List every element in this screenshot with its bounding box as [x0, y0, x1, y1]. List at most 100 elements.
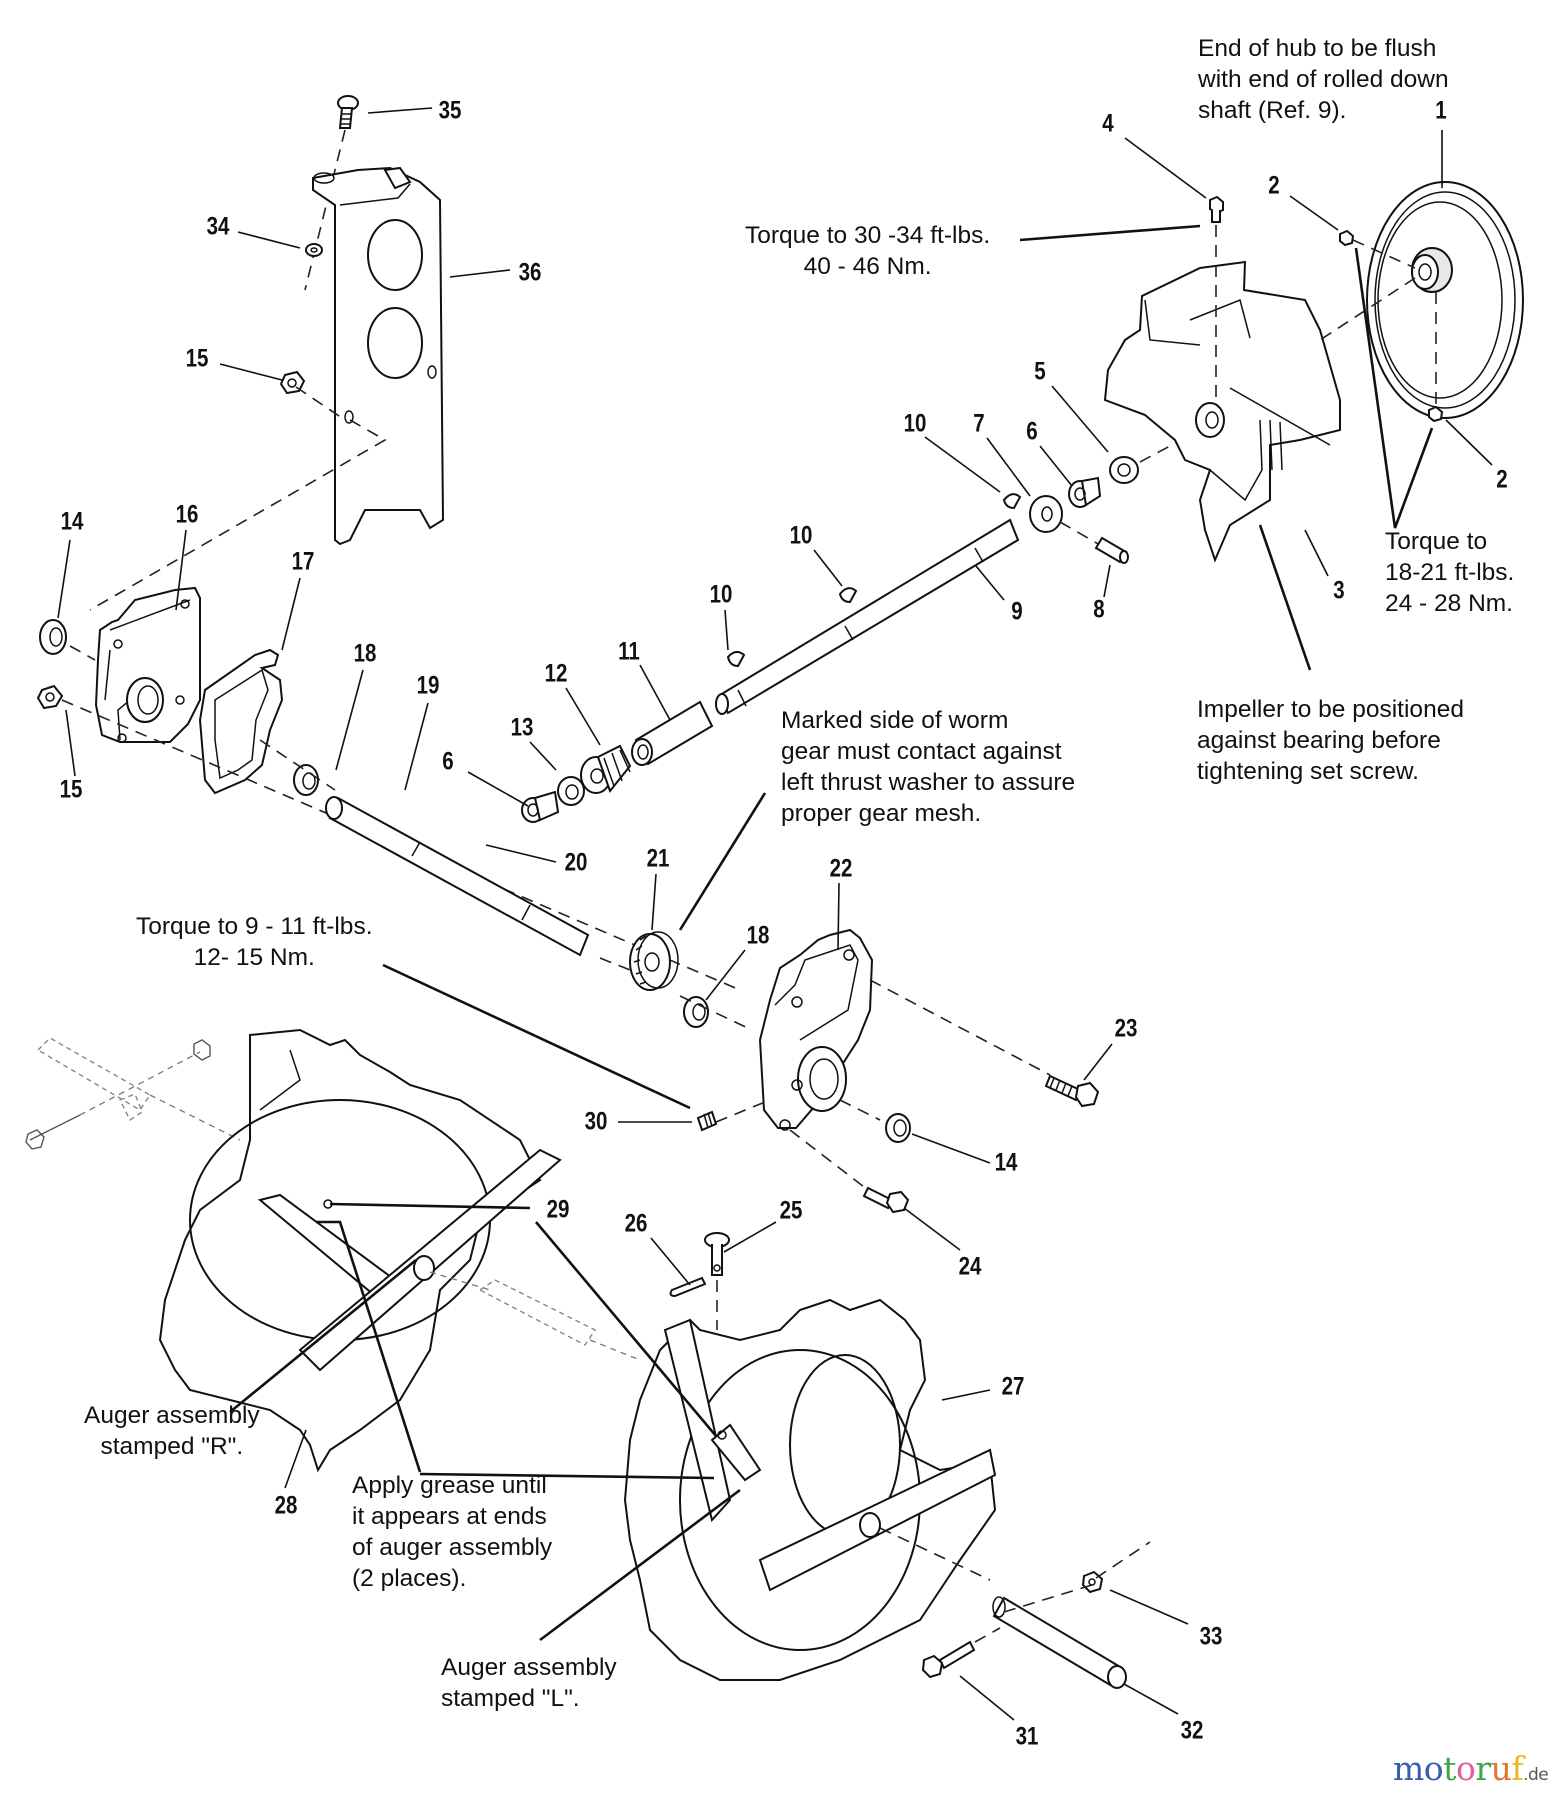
washer-5 [1109, 456, 1139, 484]
note-hub-flush: End of hub to be flush with end of rolle… [1198, 35, 1449, 124]
callout-27: 27 [1001, 1372, 1025, 1401]
callout-17: 17 [291, 547, 315, 576]
callout-9: 9 [1011, 597, 1023, 626]
note-grease: Apply grease until it appears at ends of… [352, 1472, 553, 1592]
watermark-letter: f [1511, 1749, 1524, 1788]
note-auger-r: Auger assembly stamped "R". [84, 1402, 260, 1460]
callout-12: 12 [544, 659, 568, 688]
note-torque-bolt-4: Torque to 30 -34 ft-lbs. 40 - 46 Nm. [745, 222, 991, 280]
callout-5: 5 [1034, 357, 1046, 386]
woodruff-key-10c [726, 651, 746, 668]
callout-26: 26 [624, 1209, 648, 1238]
callout-13: 13 [510, 713, 534, 742]
housing-half-16 [94, 586, 201, 743]
callout-30: 30 [584, 1107, 608, 1136]
callout-11: 11 [618, 637, 640, 666]
hex-bolt-24 [862, 1186, 910, 1214]
thrust-washer-18-left [293, 764, 319, 796]
auger-left-27 [623, 1298, 997, 1681]
callout-1: 1 [1435, 96, 1447, 125]
callout-10-c: 10 [709, 580, 733, 609]
woodruff-key-10b [838, 587, 858, 604]
ghost-hardware-right [25, 1037, 241, 1150]
pin-32 [992, 1596, 1127, 1689]
callout-16: 16 [175, 500, 199, 529]
bearing-14-left [39, 619, 67, 655]
callout-20: 20 [564, 848, 588, 877]
bearing-collar-7 [1029, 495, 1063, 533]
callout-31: 31 [1015, 1722, 1039, 1751]
worm-gear-21 [629, 931, 679, 991]
watermark-letter: r [1475, 1749, 1491, 1788]
watermark-logo: motoruf.de [1393, 1749, 1549, 1788]
callout-2-top: 2 [1268, 171, 1280, 200]
callout-33: 33 [1199, 1622, 1223, 1651]
callout-28: 28 [274, 1491, 298, 1520]
watermark-letter: u [1490, 1749, 1512, 1788]
callout-23: 23 [1114, 1014, 1138, 1043]
set-screw-8 [1094, 536, 1129, 564]
note-torque-set-screw-30: Torque to 9 - 11 ft-lbs. 12- 15 Nm. [136, 913, 373, 971]
callout-34: 34 [206, 212, 230, 241]
callout-29: 29 [546, 1195, 570, 1224]
note-auger-l: Auger assembly stamped "L". [441, 1654, 617, 1712]
callout-3: 3 [1333, 576, 1345, 605]
carriage-bolt-35 [337, 95, 359, 129]
callout-22: 22 [829, 854, 853, 883]
bushing-6-top [1068, 476, 1102, 508]
watermark-letter: o [1455, 1749, 1476, 1788]
callout-15-left: 15 [59, 775, 83, 804]
watermark-letter: m [1393, 1749, 1424, 1788]
ghost-shaft-center [429, 1271, 641, 1361]
thrust-washer-18-right [683, 996, 709, 1028]
callout-6-top: 6 [1026, 417, 1038, 446]
impeller-shaft-9 [715, 518, 1020, 715]
callout-15-top: 15 [185, 344, 209, 373]
watermark-letter: t [1443, 1749, 1456, 1788]
callout-7: 7 [973, 409, 985, 438]
watermark-suffix: .de [1523, 1765, 1549, 1785]
callout-14-left: 14 [60, 507, 84, 536]
note-impeller-position: Impeller to be positioned against bearin… [1197, 696, 1464, 785]
callout-10-a: 10 [903, 409, 927, 438]
callout-4: 4 [1102, 109, 1114, 138]
worm-gear-12 [580, 744, 632, 794]
bushing-6-left [521, 790, 560, 823]
bracket-36 [312, 166, 445, 546]
set-screw-30 [696, 1110, 718, 1132]
hex-bolt-4 [1209, 195, 1224, 223]
shaft-19 [325, 796, 590, 957]
woodruff-key-10a [1002, 493, 1022, 510]
cotter-pin-26 [669, 1276, 707, 1298]
callout-6-left: 6 [442, 747, 454, 776]
callout-25: 25 [779, 1196, 803, 1225]
callout-18-left: 18 [353, 639, 377, 668]
set-screw-2-top [1339, 229, 1355, 247]
note-worm-gear: Marked side of worm gear must contact ag… [781, 707, 1076, 827]
leader-lines [57, 107, 1493, 1721]
callout-8: 8 [1093, 595, 1105, 624]
locknut-15-left [36, 684, 64, 710]
note-torque-set-screws-2: Torque to 18-21 ft-lbs. 24 - 28 Nm. [1385, 528, 1515, 617]
callout-18-right: 18 [746, 921, 770, 950]
hex-bolt-31 [921, 1640, 976, 1679]
callout-24: 24 [958, 1252, 982, 1281]
callout-32: 32 [1180, 1716, 1204, 1745]
gasket-17 [198, 648, 284, 795]
callout-10-b: 10 [789, 521, 813, 550]
callout-2-bottom: 2 [1496, 465, 1508, 494]
impeller-3 [1103, 260, 1341, 563]
bearing-14-right [885, 1113, 911, 1143]
callout-19: 19 [416, 671, 440, 700]
set-screw-2-bottom [1428, 405, 1444, 423]
hex-bolt-23 [1044, 1074, 1100, 1108]
callout-35: 35 [438, 96, 462, 125]
spacer-11 [631, 700, 714, 766]
watermark-letter: o [1423, 1749, 1444, 1788]
callout-21: 21 [646, 844, 670, 873]
callout-36: 36 [518, 258, 542, 287]
washer-34 [305, 243, 323, 257]
pulley-1 [1366, 181, 1524, 419]
